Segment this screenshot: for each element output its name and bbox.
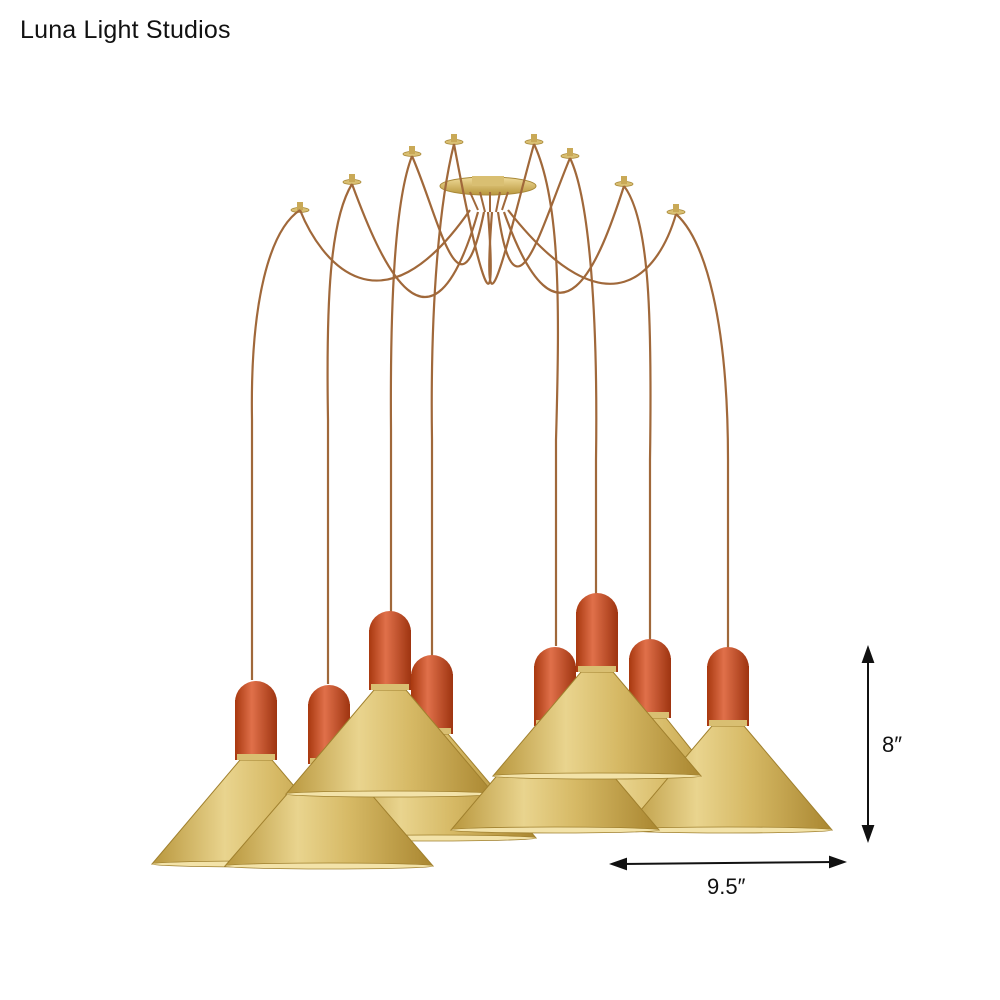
ceiling-hook <box>666 204 686 215</box>
width-dimension-label: 9.5″ <box>707 874 746 899</box>
socket-cap <box>707 647 749 668</box>
socket-cap <box>411 655 453 676</box>
pendant-light <box>622 647 834 834</box>
socket <box>707 666 749 726</box>
pendant-lights <box>150 593 834 870</box>
cord <box>496 157 572 268</box>
socket-cap <box>534 647 576 668</box>
shade-rim <box>492 772 702 780</box>
pendant-light <box>284 611 496 798</box>
cord <box>389 155 414 612</box>
socket-collar <box>709 720 747 726</box>
cord <box>623 185 652 640</box>
cord <box>430 143 456 656</box>
socket-collar <box>237 754 275 760</box>
socket-collar <box>371 684 409 690</box>
shade-rim <box>224 862 434 870</box>
cord <box>298 209 471 282</box>
cord <box>569 157 598 594</box>
cord <box>507 209 678 285</box>
ceiling-hooks <box>290 134 686 215</box>
socket-cap <box>235 681 277 702</box>
socket-cap <box>629 639 671 660</box>
height-dimension-arrow <box>861 645 875 843</box>
socket <box>235 700 277 760</box>
socket-cap <box>308 685 350 706</box>
shade-rim <box>450 826 660 834</box>
ceiling-hook <box>402 146 422 157</box>
width-dimension-arrow <box>609 855 847 871</box>
socket-collar <box>578 666 616 672</box>
pendant-cords <box>250 143 730 684</box>
pendant-light <box>491 593 703 780</box>
socket <box>576 612 618 672</box>
socket-cap <box>576 593 618 614</box>
cord <box>502 185 626 294</box>
cord <box>452 143 492 285</box>
height-dimension-label: 8″ <box>882 732 903 757</box>
socket-cap <box>369 611 411 632</box>
cord <box>533 143 560 646</box>
ceiling-hook <box>342 174 362 185</box>
ceiling-hook <box>524 134 544 145</box>
ceiling-hook <box>614 176 634 187</box>
ceiling-hook <box>444 134 464 145</box>
brand-name: Luna Light Studios <box>20 16 231 44</box>
cord <box>250 209 301 680</box>
shade-rim <box>285 790 495 798</box>
ceiling-hook <box>560 148 580 159</box>
cord <box>675 213 730 648</box>
cord <box>326 183 353 684</box>
socket <box>369 630 411 690</box>
cord <box>488 143 536 285</box>
